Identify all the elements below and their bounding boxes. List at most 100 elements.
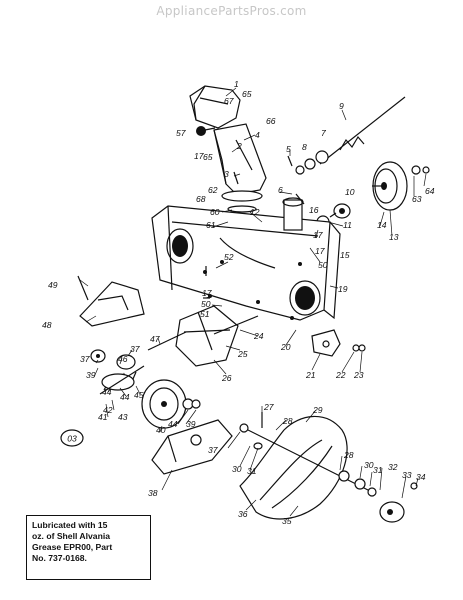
bracket [311,329,341,357]
callout: 9 [339,101,344,111]
callout: 3 [224,169,229,179]
callout: 31 [373,465,383,475]
callout: 7 [321,128,327,138]
auger-housing [151,197,341,321]
callout: 34 [416,472,426,482]
callout: 40 [156,425,166,435]
chute-deflector [189,85,241,129]
callout: 28 [282,416,293,426]
callout: 50 [318,260,328,270]
watermark: AppliancePartsPros.com [156,4,307,18]
callout: 44 [120,392,130,402]
callout: 20 [280,342,291,352]
note-line: oz. of Shell Alvania [32,531,110,541]
diagram-code-badge: 03 [60,429,84,447]
callout: 39 [186,419,196,429]
note-line: No. 737-0168. [32,553,87,563]
callout: 44 [102,387,112,397]
callout: 62 [208,185,218,195]
auger [239,415,373,520]
callout: 8 [302,142,307,152]
gearbox-cover [77,275,145,327]
callout: 37 [130,344,141,354]
pulley-bolt [411,165,430,175]
callout: 42 [103,405,113,415]
callout: 16 [309,205,319,215]
callout: 41 [98,412,108,422]
callout: 65 [203,152,213,162]
end-bearing [379,501,405,523]
callout: 5 [286,144,291,154]
hardware-pins [203,155,418,490]
callout: 60 [210,207,220,217]
callout: 51 [200,309,210,319]
callout: 45 [134,390,144,400]
callout: 19 [338,284,348,294]
callout: 47 [150,334,161,344]
pulley [372,161,408,211]
callout: 31 [247,466,257,476]
callout: 37 [208,445,219,455]
callout: 68 [196,194,206,204]
callout: 12 [250,207,260,217]
callout: 15 [340,250,350,260]
callout: 30 [364,460,374,470]
callout: 28 [343,450,354,460]
crank-rod [319,96,406,165]
callout: 36 [238,509,248,519]
note-line: Grease EPR00, Part [32,542,113,552]
callout: 27 [263,402,275,412]
callout: 26 [221,373,232,383]
callout: 50 [201,299,211,309]
impeller [175,305,259,367]
auger-shaft-parts [239,423,377,497]
crank-washers [295,150,329,175]
diagram-code-text: 03 [67,434,77,444]
callout: 67 [224,96,235,106]
callout: 57 [176,128,187,138]
callout: 61 [206,220,216,230]
callout: 6 [278,185,283,195]
bracket-nut [352,344,366,352]
leader-lines [79,87,427,517]
callout: 35 [282,516,292,526]
callout: 17 [194,151,205,161]
callout: 22 [335,370,346,380]
callout: 65 [242,89,252,99]
callout: 52 [224,252,234,262]
callout: 24 [253,331,264,341]
callout: 29 [312,405,323,415]
callout: 63 [412,194,422,204]
callout: 23 [353,370,364,380]
callout: 44 [168,419,178,429]
callout: 11 [343,220,352,230]
callout: 13 [389,232,399,242]
callout: 17 [313,230,324,240]
callout: 38 [148,488,158,498]
callout: 37 [80,354,91,364]
callout: 30 [232,464,242,474]
callout: 64 [425,186,435,196]
gear-washers [182,398,201,410]
chute [213,123,267,195]
callout: 32 [388,462,398,472]
chute-crank-handle [196,126,216,136]
note-line: Lubricated with 15 [32,520,108,530]
callout: 21 [305,370,316,380]
callout: 48 [42,320,52,330]
callout: 46 [118,354,128,364]
callout: 2 [236,141,242,151]
gear-wheel [141,379,187,429]
callout: 66 [266,116,276,126]
callout: 25 [237,349,248,359]
callout: 49 [48,280,58,290]
callout: 39 [86,370,96,380]
callout: 17 [202,288,213,298]
callout: 14 [377,220,387,230]
part-callouts: 1 2 3 4 5 6 7 8 9 10 11 12 13 14 15 16 1… [42,79,435,526]
callout: 43 [118,412,128,422]
lubrication-note: Lubricated with 15 oz. of Shell Alvania … [26,515,151,580]
callout: 33 [402,470,412,480]
callout: 4 [255,130,260,140]
